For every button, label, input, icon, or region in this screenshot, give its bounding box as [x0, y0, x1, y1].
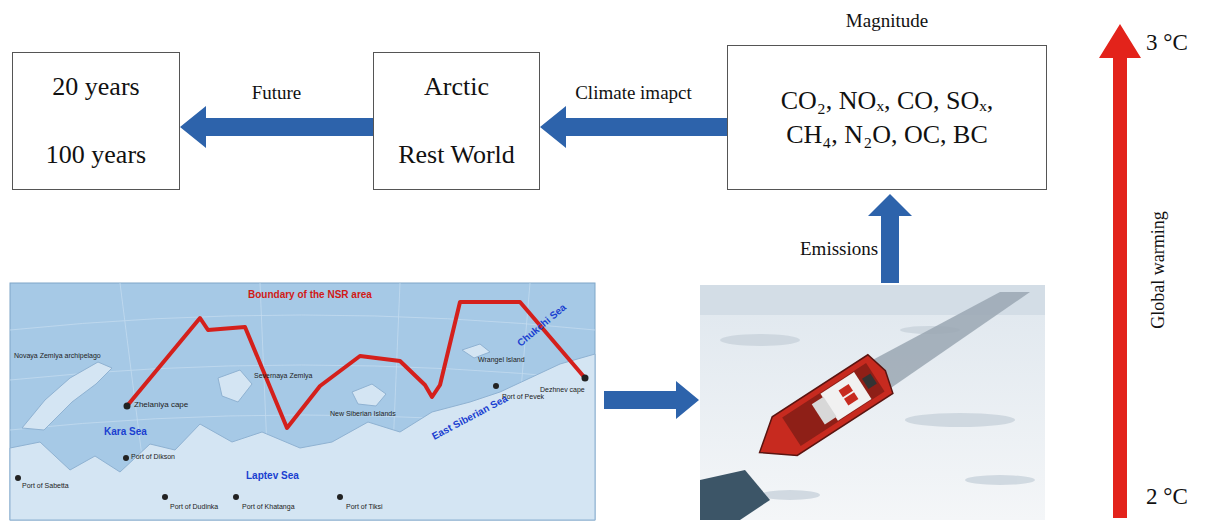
text-label: Wrangel Island [478, 356, 525, 364]
text-label: Port of Pevek [502, 393, 544, 401]
text-label: Chukchi Sea [515, 301, 568, 348]
process-box: ArcticRest World [373, 52, 540, 190]
text-label: Port of Khatanga [242, 503, 295, 511]
box-text: Arctic [424, 70, 489, 104]
box-text: Rest World [398, 138, 515, 172]
flow-arrow [180, 106, 373, 148]
box-text: CO₂, NOₓ, CO, SOₓ, CH₄, N₂O, OC, BC [760, 84, 1015, 152]
warming-arrow [1099, 24, 1141, 518]
text-label: Global warming [1148, 211, 1169, 328]
flow-arrow [604, 381, 699, 419]
process-box: MagnitudeCO₂, NOₓ, CO, SOₓ, CH₄, N₂O, OC… [727, 45, 1047, 190]
box-text: 100 years [46, 138, 146, 172]
text-label: 3 °C [1146, 30, 1188, 56]
text-label: New Siberian Islands [330, 410, 396, 418]
text-label: East Siberian Sea [430, 393, 510, 443]
process-box: 20 years 100 years [12, 52, 180, 190]
edge-label: Future [249, 82, 305, 105]
nsr-map [10, 283, 595, 520]
text-label: Zhelaniya cape [134, 400, 188, 409]
edge-label: Climate imapct [572, 82, 695, 105]
text-label: Port of Dikson [131, 453, 175, 461]
text-label: Severnaya Zemlya [254, 372, 312, 380]
text-label: Boundary of the NSR area [248, 289, 372, 301]
box-heading: Magnitude [728, 10, 1046, 32]
text-label: Port of Sabetta [22, 482, 69, 490]
text-label: Port of Dudinka [170, 503, 218, 511]
box-text: 20 years [52, 70, 139, 104]
text-label: Laptev Sea [246, 470, 299, 482]
flow-arrow [540, 106, 727, 148]
icebreaker-photo [700, 285, 1045, 520]
text-label: Kara Sea [104, 426, 147, 438]
text-label: Novaya Zemlya archipelago [14, 352, 101, 360]
text-label: Dezhnev cape [540, 386, 585, 394]
text-label: Emissions [800, 238, 878, 260]
text-label: 2 °C [1146, 484, 1188, 510]
text-label: Port of Tiksi [346, 503, 383, 511]
